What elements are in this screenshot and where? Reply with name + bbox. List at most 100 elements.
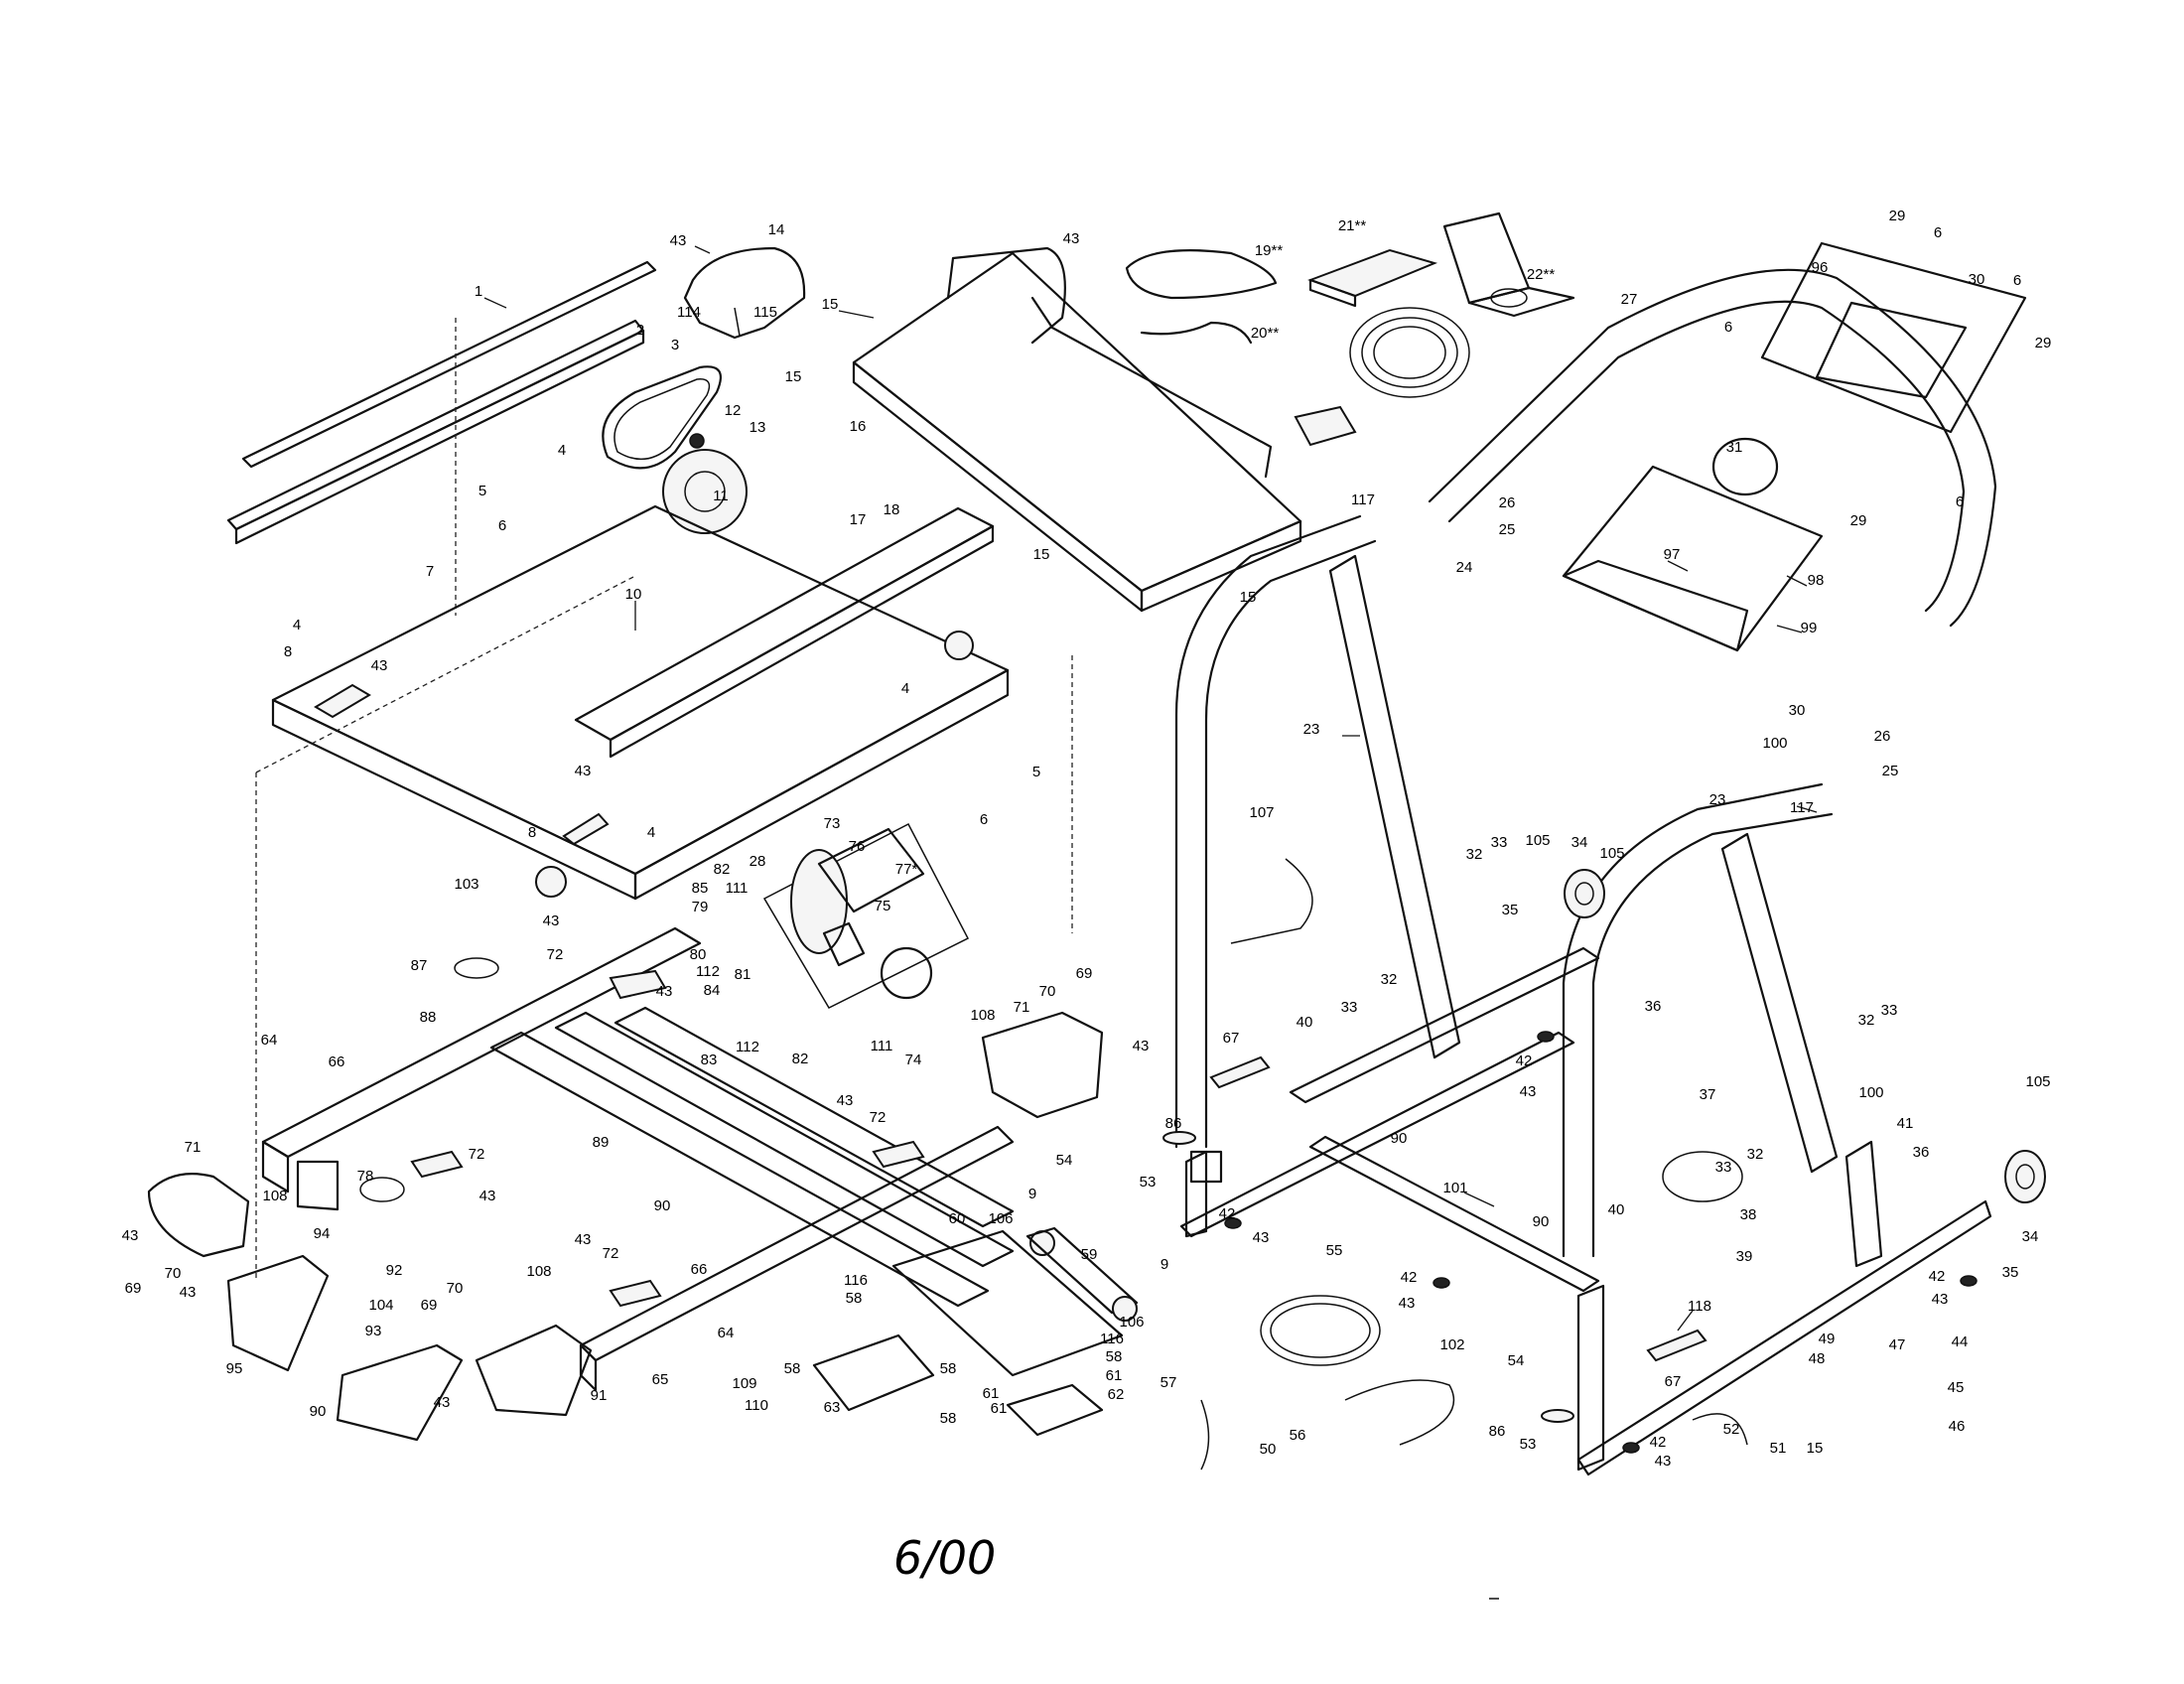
part-callout: 43 bbox=[371, 657, 388, 674]
part-callout: 43 bbox=[575, 763, 592, 779]
part-callout: 28 bbox=[750, 853, 766, 870]
part-callout: 43 bbox=[1520, 1083, 1537, 1100]
part-callout: 82 bbox=[714, 861, 731, 878]
part-callout: 30 bbox=[1789, 702, 1806, 719]
part-callout: 48 bbox=[1809, 1350, 1826, 1367]
part-callout: 5 bbox=[478, 483, 486, 499]
part-callout: 81 bbox=[735, 966, 751, 983]
leader-lines bbox=[483, 245, 1818, 1332]
part-callout: 93 bbox=[365, 1323, 382, 1339]
part-callout: 66 bbox=[691, 1261, 708, 1278]
part-callout: 77* bbox=[895, 861, 918, 878]
part-callout: 111 bbox=[726, 880, 749, 897]
part-callout: 94 bbox=[314, 1225, 331, 1242]
cables bbox=[359, 858, 1748, 1600]
part-callout: 69 bbox=[1076, 965, 1093, 982]
part-callout: 108 bbox=[970, 1007, 995, 1024]
part-callout: 4 bbox=[293, 617, 301, 633]
callout-labels: 1234567810111213141515161718151519**21**… bbox=[122, 208, 2052, 1470]
part-callout: 8 bbox=[528, 824, 536, 841]
handrail-27 bbox=[1428, 268, 1997, 628]
part-callout: 86 bbox=[1165, 1115, 1182, 1132]
part-callout: 43 bbox=[1253, 1229, 1270, 1246]
part-callout: 42 bbox=[1219, 1205, 1236, 1222]
part-callout: 107 bbox=[1249, 804, 1274, 821]
part-callout: 101 bbox=[1442, 1180, 1467, 1196]
part-callout: 102 bbox=[1439, 1336, 1464, 1353]
part-callout: 4 bbox=[647, 824, 655, 841]
part-callout: 33 bbox=[1881, 1002, 1898, 1019]
part-callout: 23 bbox=[1303, 721, 1320, 738]
part-callout: 50 bbox=[1260, 1441, 1277, 1458]
part-callout: 18 bbox=[884, 501, 900, 518]
part-callout: 106 bbox=[1119, 1314, 1144, 1331]
part-callout: 45 bbox=[1948, 1379, 1965, 1396]
part-callout: 41 bbox=[1897, 1115, 1914, 1132]
part-callout: 92 bbox=[386, 1262, 403, 1279]
part-callout: 75 bbox=[875, 898, 891, 914]
part-callout: 42 bbox=[1401, 1269, 1418, 1286]
part-callout: 118 bbox=[1688, 1298, 1711, 1315]
part-callout: 111 bbox=[871, 1038, 893, 1054]
part-callout: 100 bbox=[1762, 735, 1787, 752]
part-callout: 6 bbox=[498, 517, 506, 534]
part-callout: 25 bbox=[1882, 763, 1899, 779]
belt-pulley bbox=[602, 365, 748, 534]
revision-date: 6/00 bbox=[893, 1531, 996, 1585]
part-callout: 112 bbox=[696, 963, 720, 980]
part-callout: 27 bbox=[1621, 291, 1638, 308]
part-callout: 43 bbox=[1932, 1291, 1949, 1308]
part-callout: 115 bbox=[753, 304, 777, 321]
part-callout: 5 bbox=[1032, 764, 1040, 780]
part-callout: 43 bbox=[656, 983, 673, 1000]
part-callout: 39 bbox=[1736, 1248, 1753, 1265]
part-callout: 10 bbox=[625, 586, 642, 603]
part-callout: 99 bbox=[1801, 620, 1818, 636]
part-callout: 21** bbox=[1338, 217, 1367, 234]
part-callout: 116 bbox=[1100, 1331, 1124, 1347]
part-callout: 56 bbox=[1290, 1427, 1306, 1444]
part-callout: 96 bbox=[1812, 259, 1829, 276]
part-callout: 97 bbox=[1664, 546, 1681, 563]
part-callout: 36 bbox=[1645, 998, 1662, 1015]
part-callout: 95 bbox=[226, 1360, 243, 1377]
part-callout: 70 bbox=[1039, 983, 1056, 1000]
part-callout: 43 bbox=[1399, 1295, 1416, 1312]
part-callout: 43 bbox=[837, 1092, 854, 1109]
part-callout: 58 bbox=[846, 1290, 863, 1307]
part-callout: 3 bbox=[671, 337, 679, 353]
part-callout: 83 bbox=[701, 1052, 718, 1068]
part-callout: 53 bbox=[1140, 1174, 1157, 1191]
part-callout: 84 bbox=[704, 982, 721, 999]
part-callout: 80 bbox=[690, 946, 707, 963]
part-callout: 70 bbox=[447, 1280, 464, 1297]
part-callout: 29 bbox=[1850, 512, 1867, 529]
part-callout: 71 bbox=[185, 1139, 202, 1156]
part-callout: 16 bbox=[850, 418, 867, 435]
part-callout: 15 bbox=[1240, 589, 1257, 606]
part-callout: 43 bbox=[575, 1231, 592, 1248]
part-callout: 31 bbox=[1726, 439, 1743, 456]
part-callout: 24 bbox=[1456, 559, 1473, 576]
part-callout: 108 bbox=[262, 1188, 287, 1204]
part-callout: 6 bbox=[1934, 224, 1942, 241]
part-callout: 90 bbox=[654, 1197, 671, 1214]
part-callout: 35 bbox=[1502, 902, 1519, 918]
part-callout: 72 bbox=[469, 1146, 485, 1163]
part-callout: 98 bbox=[1808, 572, 1825, 589]
part-callout: 105 bbox=[1525, 832, 1550, 849]
part-callout: 72 bbox=[603, 1245, 619, 1262]
part-callout: 71 bbox=[1014, 999, 1030, 1016]
part-callout: 22** bbox=[1527, 266, 1556, 283]
part-callout: 64 bbox=[718, 1325, 735, 1341]
part-callout: 52 bbox=[1723, 1421, 1740, 1438]
part-callout: 6 bbox=[1956, 493, 1964, 510]
part-callout: 33 bbox=[1715, 1159, 1732, 1176]
part-callout: 26 bbox=[1874, 728, 1891, 745]
part-callout: 7 bbox=[426, 563, 434, 580]
part-callout: 20** bbox=[1251, 325, 1280, 342]
part-callout: 40 bbox=[1608, 1201, 1625, 1218]
part-callout: 78 bbox=[357, 1168, 374, 1185]
part-callout: 15 bbox=[1807, 1440, 1824, 1457]
